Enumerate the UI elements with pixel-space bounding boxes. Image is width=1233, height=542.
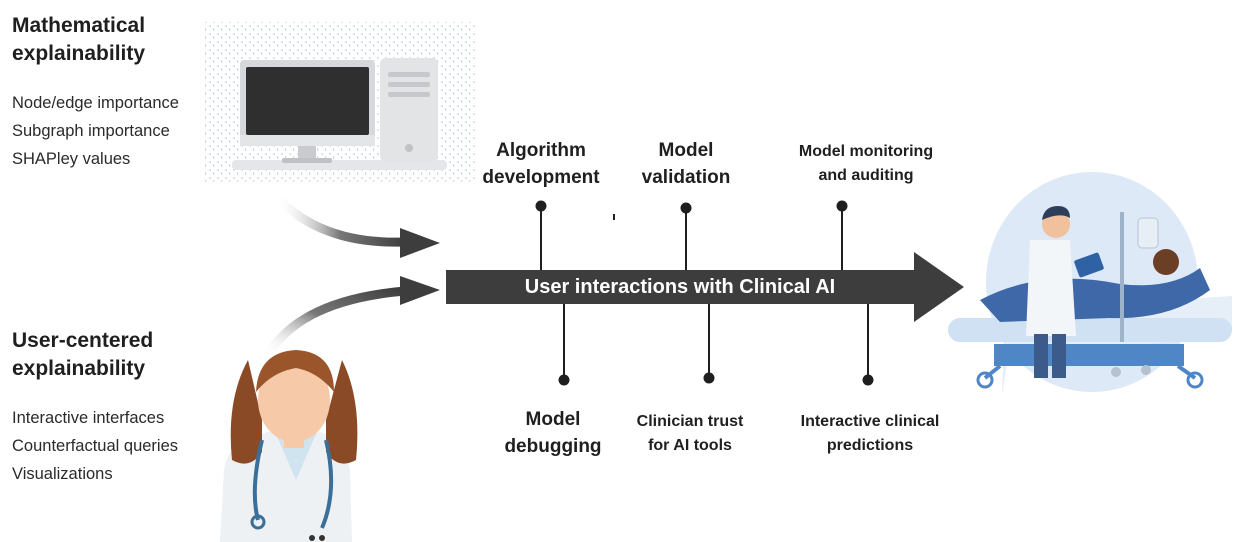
list-item: SHAPley values xyxy=(12,150,131,168)
list-item: Counterfactual queries xyxy=(12,437,179,455)
label-line: development xyxy=(482,167,600,188)
label-clinician-trust: Clinician trust for AI tools xyxy=(615,410,765,458)
doctor-illustration xyxy=(220,350,358,542)
curved-arrow-top xyxy=(270,190,440,258)
mathematical-title-line1: Mathematical xyxy=(12,14,146,37)
mathematical-items: Node/edge importance Subgraph importance… xyxy=(12,89,179,173)
bottom-connectors xyxy=(558,304,874,386)
label-model-validation: Model validation xyxy=(626,137,746,191)
label-line: Model xyxy=(658,140,714,161)
label-line: validation xyxy=(641,167,731,188)
mathematical-title-line2: explainability xyxy=(12,42,146,65)
label-line: Clinician trust xyxy=(636,413,744,430)
hospital-bed-illustration xyxy=(948,172,1232,396)
main-arrow-label: User interactions with Clinical AI xyxy=(524,275,836,298)
mathematical-explainability-title: Mathematical explainability xyxy=(12,12,145,68)
top-connectors xyxy=(535,200,848,270)
label-line: Model xyxy=(525,409,581,430)
curved-arrow-bottom xyxy=(263,276,440,360)
user-centered-title-line1: User-centered xyxy=(12,329,154,352)
label-line: Interactive clinical xyxy=(800,413,940,430)
label-line: and auditing xyxy=(818,167,914,184)
list-item: Interactive interfaces xyxy=(12,409,165,427)
label-model-monitoring: Model monitoring and auditing xyxy=(776,140,956,188)
label-line: Algorithm xyxy=(496,140,586,161)
label-algorithm-development: Algorithm development xyxy=(466,137,616,191)
list-item: Node/edge importance xyxy=(12,94,179,112)
label-line: for AI tools xyxy=(648,437,732,454)
main-arrow xyxy=(446,252,964,322)
label-interactive-predictions: Interactive clinical predictions xyxy=(780,410,960,458)
label-line: predictions xyxy=(826,437,914,454)
label-line: Model monitoring xyxy=(798,143,934,160)
user-centered-explainability-title: User-centered explainability xyxy=(12,327,153,383)
user-centered-title-line2: explainability xyxy=(12,357,146,380)
label-model-debugging: Model debugging xyxy=(478,406,628,460)
list-item: Subgraph importance xyxy=(12,122,170,140)
list-item: Visualizations xyxy=(12,465,113,483)
computer-illustration xyxy=(205,22,475,182)
label-line: debugging xyxy=(504,436,602,457)
user-centered-items: Interactive interfaces Counterfactual qu… xyxy=(12,404,178,488)
